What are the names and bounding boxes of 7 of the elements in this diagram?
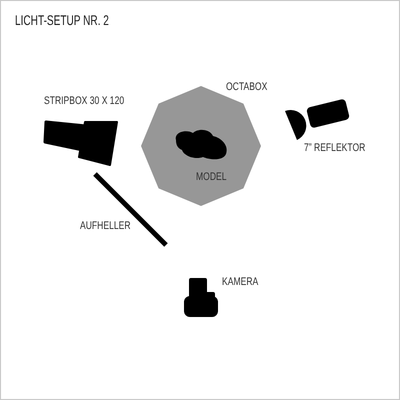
model-label: MODEL <box>196 171 227 183</box>
diagram-title: LICHT-SETUP NR. 2 <box>15 12 109 28</box>
equipment-label: KAMERA <box>222 276 258 288</box>
equipment-label: 7” REFLEKTOR <box>304 142 366 154</box>
equipment-label: OCTABOX <box>226 81 268 93</box>
equipment-label: AUFHELLER <box>80 220 131 232</box>
equipment-label: STRIPBOX 30 X 120 <box>44 95 124 107</box>
